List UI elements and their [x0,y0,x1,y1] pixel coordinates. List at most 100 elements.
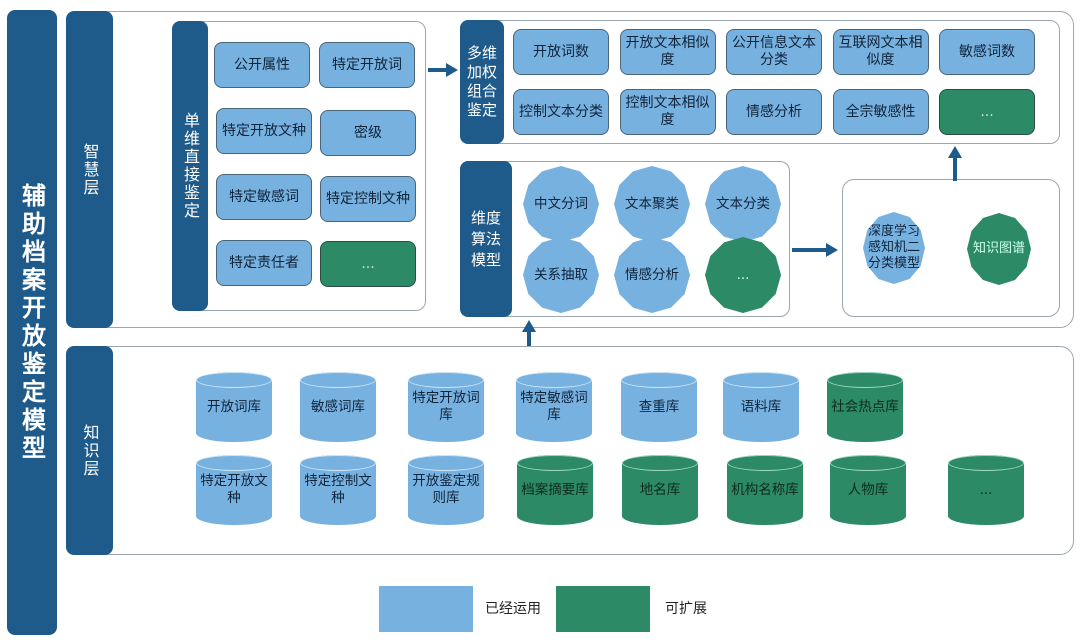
multi-dim-item-label: 公开信息文本分类 [732,35,816,68]
knowledge-base-cylinder: 特定控制文种 [300,455,376,525]
multi-dim-item-label: 控制文本相似度 [625,95,710,128]
knowledge-base-cylinder: 开放鉴定规则库 [408,455,484,525]
single-dim-item: 公开属性 [214,42,310,88]
multi-dim-item: 敏感词数 [939,29,1035,75]
algorithm-item-label: 文本分类 [716,195,770,212]
arrow-head-right [826,243,838,257]
legend-label-expandable: 可扩展 [665,601,707,617]
single-dim-item: 特定控制文种 [320,176,416,222]
knowledge-base-cylinder-label: 地名库 [639,481,681,498]
multi-dim-bar: 多维加权组合鉴定 [460,20,504,144]
knowledge-base-cylinder-label: 特定开放文种 [200,473,268,506]
single-dim-item-label: 特定控制文种 [326,190,410,207]
model-title-bar: 辅助档案开放鉴定模型 [7,10,57,635]
algorithm-item-label: ... [736,266,750,283]
multi-dim-item: 开放文本相似度 [619,29,716,75]
knowledge-base-cylinder-label: 语料库 [740,398,782,415]
wisdom-layer-bar: 智慧层 [66,11,113,328]
multi-dim-item: 全宗敏感性 [832,89,929,135]
single-dim-item-label: 密级 [354,124,382,141]
multi-dim-item: 公开信息文本分类 [726,29,822,75]
arrow-line [792,248,828,252]
algorithm-item: ... [705,237,781,313]
deep-model-item-label: 深度学习感知机二分类模型 [867,224,920,271]
single-dim-item: 特定敏感词 [216,174,312,220]
multi-dim-item-label: 互联网文本相似度 [838,35,923,68]
multi-dim-item: 互联网文本相似度 [832,29,929,75]
single-dim-item-label: 公开属性 [234,56,290,73]
algorithm-label: 维度算法模型 [470,208,501,269]
single-dim-item: 特定开放文种 [216,108,312,154]
multi-dim-item-label: 开放词数 [533,43,589,60]
knowledge-base-cylinder: 特定敏感词库 [516,372,592,442]
legend-label-used: 已经运用 [485,601,541,617]
single-dim-label: 单维直接鉴定 [181,112,200,220]
single-dim-item: ... [320,241,416,287]
wisdom-layer-label: 智慧层 [80,142,100,197]
multi-dim-item-label: ... [980,103,994,120]
single-dim-item: 特定责任者 [216,240,312,286]
single-dim-item: 密级 [320,110,416,156]
multi-dim-item: 开放词数 [513,29,609,75]
multi-dim-item-label: 敏感词数 [959,43,1015,60]
knowledge-base-cylinder-label: 敏感词库 [311,398,365,415]
multi-dim-item-label: 开放文本相似度 [625,35,710,68]
knowledge-base-cylinder-label: 查重库 [638,398,680,415]
knowledge-base-cylinder-label: 特定敏感词库 [520,390,588,423]
deep-model-item: 知识图谱 [967,213,1031,285]
knowledge-base-cylinder: 社会热点库 [827,372,903,442]
knowledge-base-cylinder-label: 机构名称库 [731,481,799,498]
knowledge-base-cylinder: 特定开放词库 [408,372,484,442]
algorithm-item-label: 情感分析 [625,266,679,283]
legend-swatch-used [379,586,473,632]
arrow-head-up [948,146,962,158]
knowledge-base-cylinder: 特定开放文种 [196,455,272,525]
knowledge-base-cylinder: ... [948,455,1024,525]
multi-dim-item: 控制文本相似度 [619,89,716,135]
model-title: 辅助档案开放鉴定模型 [17,182,46,463]
knowledge-base-cylinder-label: 社会热点库 [831,398,899,415]
algorithm-item-label: 中文分词 [534,195,588,212]
legend-swatch-expandable [556,586,650,632]
knowledge-base-cylinder-label: 开放鉴定规则库 [412,473,480,506]
single-dim-bar: 单维直接鉴定 [172,21,208,311]
knowledge-layer-bar: 知识层 [66,346,113,555]
knowledge-base-cylinder-label: 开放词库 [207,398,261,415]
single-dim-item-label: 特定开放文种 [222,122,306,139]
arrow-line [527,330,531,350]
knowledge-base-cylinder: 敏感词库 [300,372,376,442]
algorithm-item: 关系抽取 [523,237,599,313]
multi-dim-item: 控制文本分类 [513,89,609,135]
deep-model-item: 深度学习感知机二分类模型 [863,212,925,284]
algorithm-item-label: 文本聚类 [625,195,679,212]
knowledge-base-cylinder: 查重库 [621,372,697,442]
arrow-head-right [446,63,458,77]
multi-dim-label: 多维加权组合鉴定 [466,44,497,119]
knowledge-base-cylinder-label: ... [979,481,993,498]
single-dim-item-label: 特定开放词 [332,56,402,73]
single-dim-item-label: 特定敏感词 [229,188,299,205]
single-dim-item: 特定开放词 [319,42,415,88]
knowledge-base-cylinder-label: 档案摘要库 [521,481,589,498]
algorithm-item: 中文分词 [523,166,599,242]
multi-dim-item-label: 全宗敏感性 [845,103,916,120]
knowledge-base-cylinder: 开放词库 [196,372,272,442]
knowledge-base-cylinder: 人物库 [830,455,906,525]
multi-dim-item-label: 情感分析 [746,103,802,120]
knowledge-base-cylinder-label: 人物库 [847,481,889,498]
arrow-head-up [522,320,536,332]
arrow-line [953,156,957,181]
knowledge-base-cylinder-label: 特定开放词库 [412,390,480,423]
algorithm-item: 文本分类 [705,166,781,242]
knowledge-base-cylinder: 地名库 [622,455,698,525]
knowledge-base-cylinder: 机构名称库 [727,455,803,525]
multi-dim-item: ... [939,89,1035,135]
knowledge-base-cylinder-label: 特定控制文种 [304,473,372,506]
multi-dim-item-label: 控制文本分类 [519,103,603,120]
deep-model-item-label: 知识图谱 [972,241,1025,256]
algorithm-item: 文本聚类 [614,166,690,242]
knowledge-layer-label: 知识层 [80,423,100,478]
multi-dim-item: 情感分析 [726,89,822,135]
single-dim-item-label: ... [361,255,375,272]
knowledge-base-cylinder: 档案摘要库 [517,455,593,525]
